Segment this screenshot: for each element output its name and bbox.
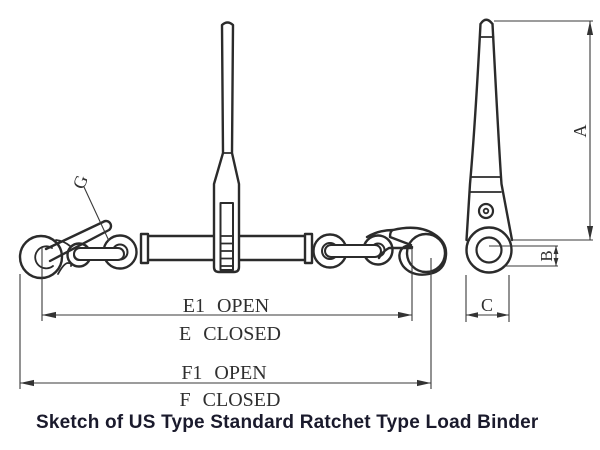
dimension-F: F1 OPEN F CLOSED [19,258,432,410]
barrel-left-endcap [139,232,150,265]
f1-arrow-right [417,379,431,387]
dimension-A: A [494,20,594,241]
dimension-E: E1 OPEN E CLOSED [41,248,413,345]
a-label: A [570,125,590,138]
left-connecting-link [73,247,125,261]
barrel-right-endcap [303,232,314,265]
left-hook-saddle [55,239,73,275]
g-label: G [69,172,92,191]
right-connecting-link [324,244,382,258]
front-view: A B C [465,18,594,322]
left-hook-tip [44,219,113,263]
e1-arrow-left [42,311,56,319]
right-grab-hook [365,226,448,276]
handle-boss [465,226,513,274]
dimension-G: G [69,172,110,242]
dimension-C: C [465,275,510,322]
handle-boss-hole [475,236,503,264]
binder-barrel [139,232,314,265]
g-leader-line [83,186,110,242]
barrel-right-bar [237,234,307,262]
f1-arrow-left [20,379,34,387]
technical-drawing: G E1 OPEN E CLOSED F1 OPEN F CLOSE [18,18,594,410]
pawl-pin-hole [477,202,495,220]
pawl-pin-center [482,207,490,215]
ratchet-teeth [220,235,234,267]
f1-open-label: F1 OPEN [181,362,266,384]
e1-open-label: E1 OPEN [183,295,269,317]
right-link-assembly [312,233,394,269]
side-view: G E1 OPEN E CLOSED F1 OPEN F CLOSE [18,21,448,410]
right-hook-bowl [405,232,447,274]
b-arrow-top [553,246,559,254]
left-link-assembly [66,234,138,270]
e1-arrow-right [398,311,412,319]
b-label: B [537,250,556,261]
handle-outline [465,18,514,242]
right-hook-body [365,226,448,276]
f-closed-label: F CLOSED [180,389,281,410]
ratchet-handle-assembly [212,21,241,274]
handle-front-profile [465,18,514,274]
drawing-caption: Sketch of US Type Standard Ratchet Type … [36,412,539,433]
a-arrow-bottom [586,226,594,240]
left-hook-inner-bowl [34,245,54,270]
c-label: C [481,295,493,315]
left-grab-hook [18,219,113,280]
handle-cross-lines [469,176,502,193]
b-arrow-bottom [553,258,559,266]
a-arrow-top [586,21,594,35]
barrel-left-bar [146,234,216,262]
c-arrow-right [497,312,509,318]
c-arrow-left [466,312,478,318]
dimension-B: B [489,245,559,267]
e-closed-label: E CLOSED [179,323,281,345]
